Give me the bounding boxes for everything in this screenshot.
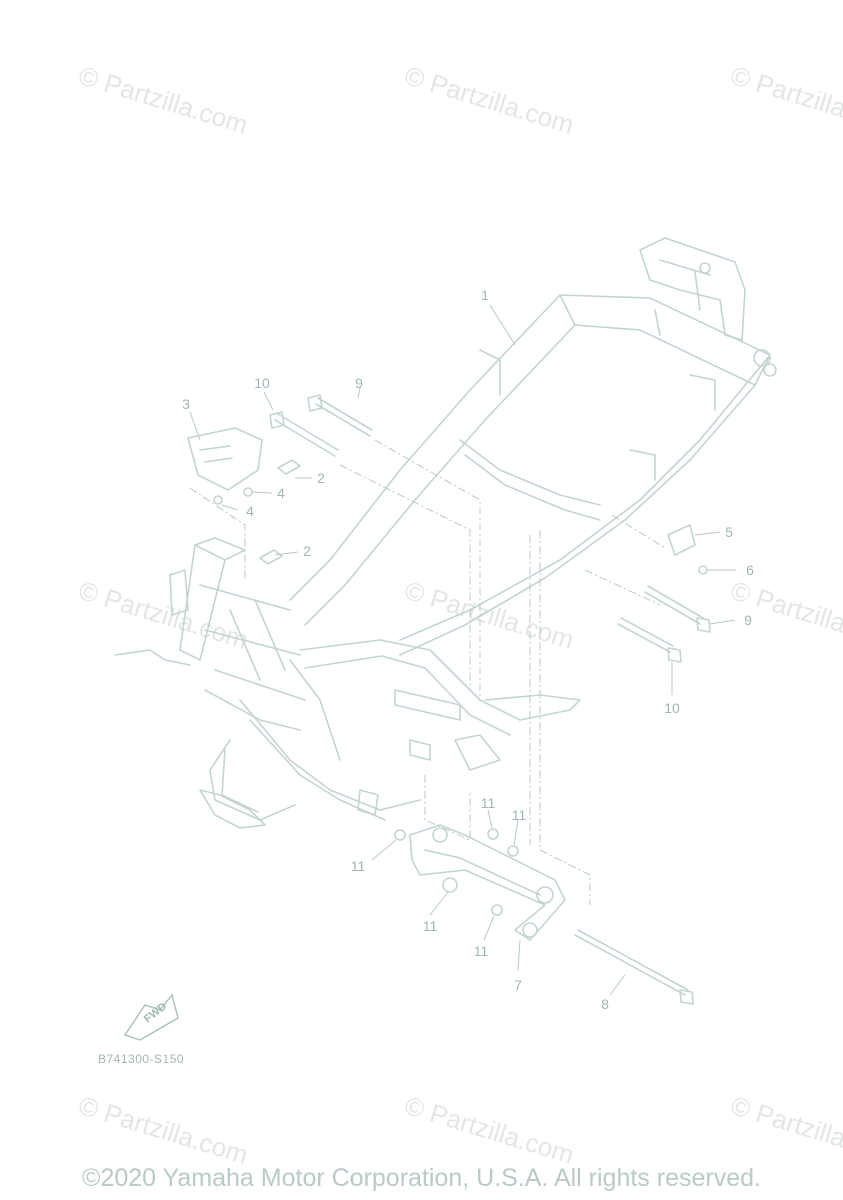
long-bolt-head <box>679 989 694 1005</box>
frame-rails <box>289 294 771 656</box>
callout-3[interactable]: 3 <box>182 396 190 412</box>
bolt-9-top <box>315 397 373 437</box>
callout-4[interactable]: 4 <box>277 485 285 501</box>
callout-5[interactable]: 5 <box>725 524 733 540</box>
diagram-code: B741300-S150 <box>98 1052 185 1066</box>
callout-11[interactable]: 11 <box>473 943 489 959</box>
callout-11[interactable]: 11 <box>422 918 438 934</box>
callout-8[interactable]: 8 <box>601 996 609 1012</box>
nut-11 <box>507 845 519 857</box>
bracket-5 <box>667 524 696 556</box>
callout-11[interactable]: 11 <box>350 858 366 874</box>
callout-11[interactable]: 11 <box>511 807 527 823</box>
nut-4 <box>243 487 253 497</box>
collar-2-top <box>277 459 301 475</box>
callout-9[interactable]: 9 <box>744 612 752 628</box>
callout-7[interactable]: 7 <box>514 977 522 993</box>
callout-10[interactable]: 10 <box>664 700 680 716</box>
callout-11[interactable]: 11 <box>480 795 496 811</box>
nut-4 <box>213 495 223 505</box>
nut-6 <box>698 565 708 575</box>
callout-6[interactable]: 6 <box>746 562 754 578</box>
nut-11 <box>487 828 499 840</box>
nut-11 <box>394 829 406 841</box>
callout-2[interactable]: 2 <box>303 543 311 559</box>
long-bolt-shaft <box>574 934 686 996</box>
head-pipe <box>114 537 306 731</box>
callout-2[interactable]: 2 <box>317 470 325 486</box>
bolt-10-right <box>617 617 674 653</box>
side-bracket <box>187 427 263 491</box>
callout-9[interactable]: 9 <box>355 375 363 391</box>
bolt-9-right <box>644 585 704 625</box>
collar-2-lower <box>259 549 283 565</box>
callout-1[interactable]: 1 <box>481 287 489 303</box>
fwd-arrow-icon <box>123 993 179 1041</box>
long-bolt-shaft <box>577 929 689 991</box>
callout-4[interactable]: 4 <box>246 503 254 519</box>
copyright-notice: ©2020 Yamaha Motor Corporation, U.S.A. A… <box>82 1164 761 1192</box>
callout-10[interactable]: 10 <box>254 375 270 391</box>
rear-bracket <box>639 237 777 377</box>
nut-11 <box>491 904 503 916</box>
bolt-10-top <box>274 413 339 457</box>
lower-cradle <box>199 639 581 829</box>
engine-mount <box>409 824 566 941</box>
